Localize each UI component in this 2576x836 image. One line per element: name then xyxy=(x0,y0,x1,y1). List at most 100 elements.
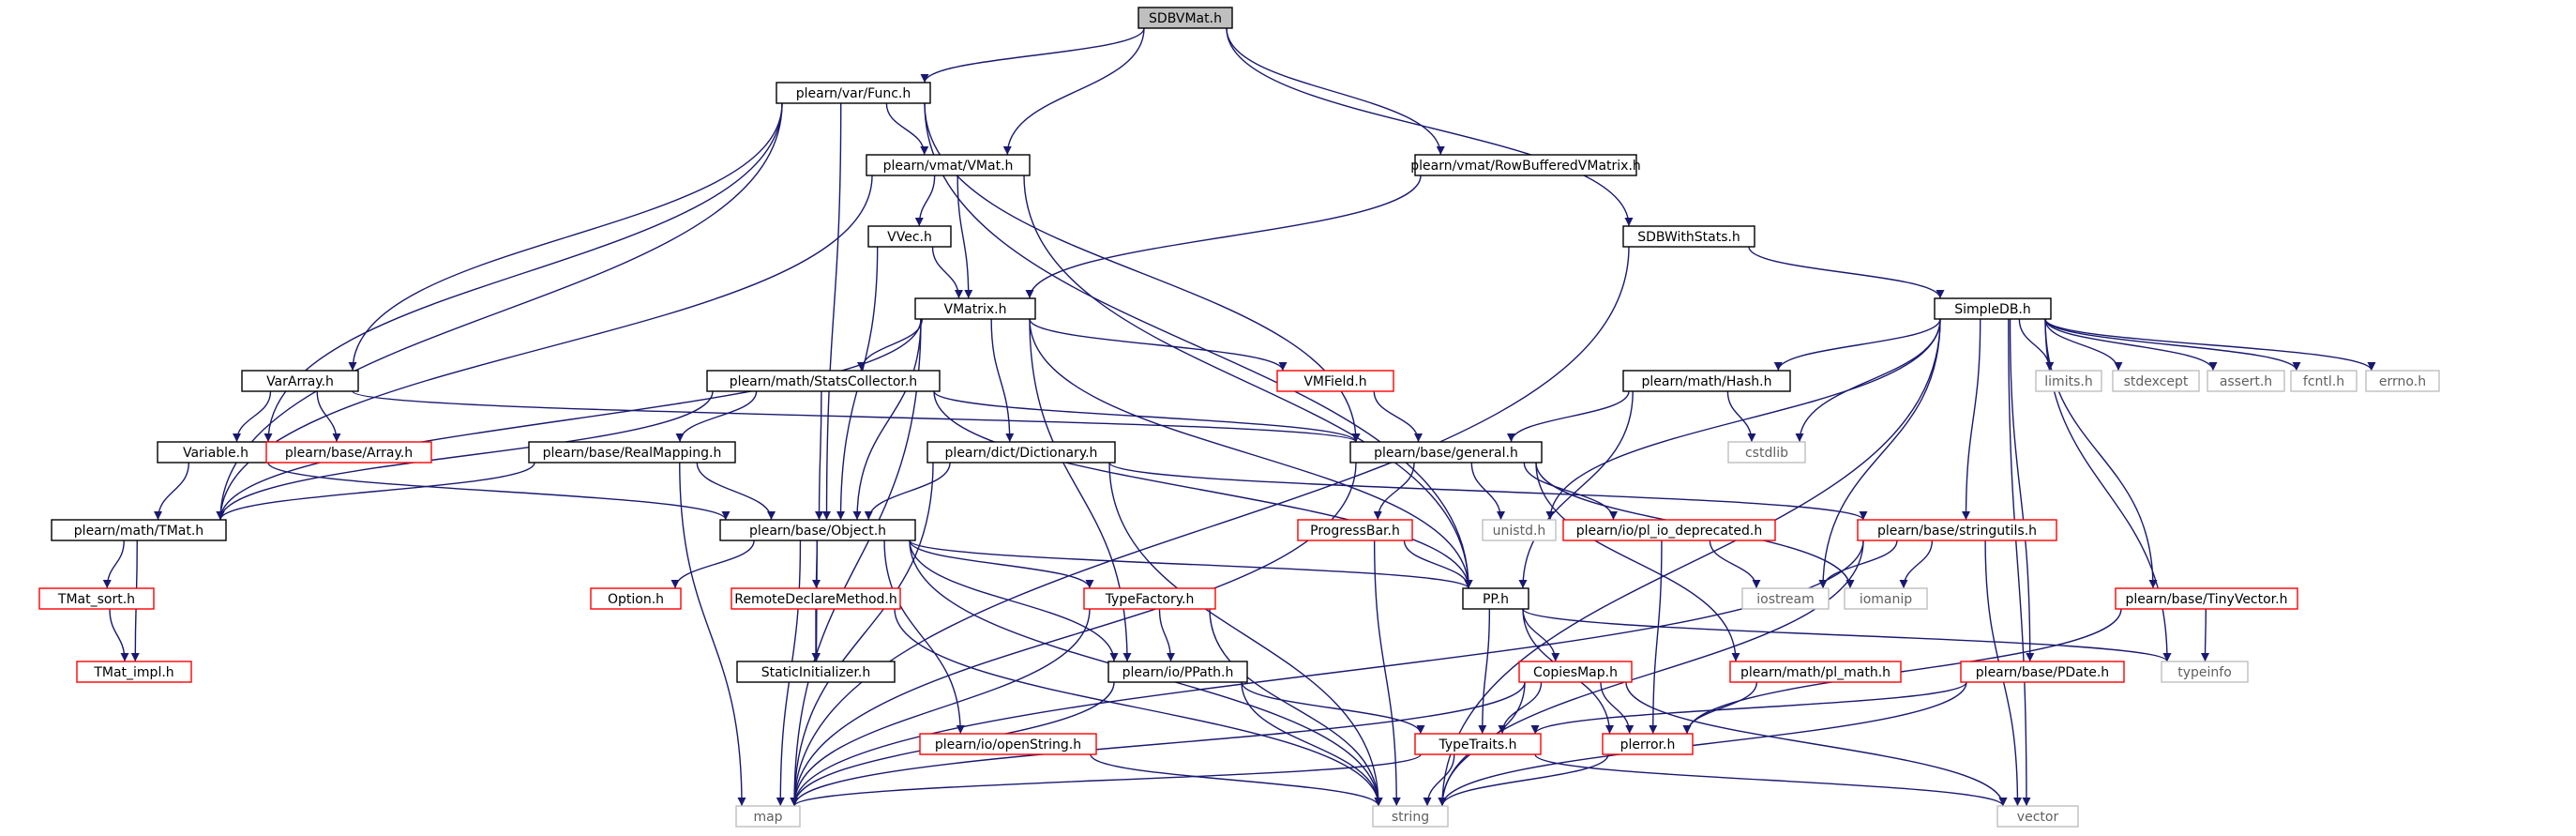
edge-simpledb-to-errno xyxy=(2044,318,2376,372)
node-box xyxy=(241,370,359,392)
node-stringutils[interactable]: plearn/base/stringutils.h xyxy=(1857,519,2057,541)
node-tinyvector[interactable]: plearn/base/TinyVector.h xyxy=(2115,587,2298,610)
node-simpledb[interactable]: SimpleDB.h xyxy=(1934,297,2052,320)
node-label: Variable.h xyxy=(183,446,249,461)
node-label: plearn/base/PDate.h xyxy=(1976,665,2109,680)
node-label: plearn/math/Hash.h xyxy=(1642,374,1772,389)
node-vmatrix[interactable]: VMatrix.h xyxy=(914,297,1036,320)
node-box xyxy=(1727,441,1806,464)
node-tmat[interactable]: plearn/math/TMat.h xyxy=(51,519,227,541)
edge-sdbwithstats-to-map xyxy=(790,246,1630,807)
edge-hash-to-pp xyxy=(1518,390,1634,589)
edge-simpledb-to-hash xyxy=(1773,318,1941,372)
node-statscollector[interactable]: plearn/math/StatsCollector.h xyxy=(706,370,941,392)
edge-general-to-progressbar xyxy=(1373,462,1415,521)
edge-simpledb-to-string xyxy=(1438,318,1941,807)
node-vector: vector xyxy=(1996,805,2079,828)
node-string: string xyxy=(1372,805,1449,828)
node-label: StaticInitializer.h xyxy=(761,665,870,680)
node-box xyxy=(706,370,941,392)
node-vmat[interactable]: plearn/vmat/VMat.h xyxy=(866,154,1031,176)
node-ppath[interactable]: plearn/io/PPath.h xyxy=(1107,661,1248,683)
edge-func-to-vmat xyxy=(885,102,929,156)
node-unistd: unistd.h xyxy=(1482,519,1557,541)
node-label: vector xyxy=(2017,810,2059,825)
node-hash[interactable]: plearn/math/Hash.h xyxy=(1622,370,1791,392)
node-plmath[interactable]: plearn/math/pl_math.h xyxy=(1729,661,1902,683)
edge-vvec-to-vmatrix xyxy=(931,246,963,299)
node-general[interactable]: plearn/base/general.h xyxy=(1349,441,1543,464)
edge-vararray-to-general xyxy=(352,390,1361,443)
node-box xyxy=(1729,661,1902,683)
edge-variable-to-object xyxy=(267,462,731,521)
node-box xyxy=(1996,805,2079,828)
node-pdate[interactable]: plearn/base/PDate.h xyxy=(1960,661,2125,683)
node-dictionary[interactable]: plearn/dict/Dictionary.h xyxy=(926,441,1116,464)
edge-vmatrix-to-dictionary xyxy=(990,318,1015,443)
edge-copiesmap-to-vector xyxy=(1625,681,2008,807)
node-staticinit[interactable]: StaticInitializer.h xyxy=(736,661,896,683)
node-box xyxy=(2365,370,2440,392)
node-box xyxy=(926,441,1116,464)
node-vararray[interactable]: VarArray.h xyxy=(241,370,359,392)
node-label: plearn/base/general.h xyxy=(1374,446,1518,461)
edge-typefactory-to-map xyxy=(790,608,1091,807)
node-progressbar[interactable]: ProgressBar.h xyxy=(1297,519,1413,541)
node-typefactory[interactable]: TypeFactory.h xyxy=(1083,587,1216,610)
node-label: VMatrix.h xyxy=(944,302,1007,317)
edge-simpledb-to-stringutils xyxy=(1962,318,1981,521)
edge-simpledb-to-cstdlib xyxy=(1795,318,1941,443)
edge-sdbvmat-to-sdbwithstats xyxy=(1226,27,1634,227)
node-pp[interactable]: PP.h xyxy=(1462,587,1529,610)
node-sdbvmat[interactable]: SDBVMat.h xyxy=(1137,7,1233,29)
edge-typetraits-to-vector xyxy=(1534,753,2008,807)
node-variable[interactable]: Variable.h xyxy=(157,441,275,464)
node-openstring[interactable]: plearn/io/openString.h xyxy=(919,733,1097,755)
node-plerror[interactable]: plerror.h xyxy=(1602,733,1694,755)
edge-dictionary-to-map xyxy=(790,462,934,807)
node-map: map xyxy=(735,805,801,828)
node-box xyxy=(2161,661,2249,683)
node-pliodep[interactable]: plearn/io/pl_io_deprecated.h xyxy=(1562,519,1776,541)
node-box xyxy=(1622,225,1755,248)
node-label: iomanip xyxy=(1860,592,1912,607)
node-box xyxy=(1372,805,1449,828)
edge-progressbar-to-string xyxy=(1373,540,1401,807)
node-fcntl: fcntl.h xyxy=(2290,370,2358,392)
node-typetraits[interactable]: TypeTraits.h xyxy=(1414,733,1542,755)
node-box xyxy=(38,587,155,610)
edge-vmat-to-tmat xyxy=(216,175,873,521)
node-box xyxy=(528,441,736,464)
node-assert: assert.h xyxy=(2207,370,2285,392)
edge-rowbuf-to-vmatrix xyxy=(1025,175,1422,299)
node-box xyxy=(265,441,432,464)
node-option[interactable]: Option.h xyxy=(590,587,682,610)
node-object[interactable]: plearn/base/Object.h xyxy=(719,519,916,541)
edge-vmatrix-to-pp xyxy=(1029,318,1473,589)
node-tmatsort[interactable]: TMat_sort.h xyxy=(38,587,155,610)
header-nodes: SDBVMat.h plearn/var/Func.h plearn/vmat/VM… xyxy=(38,7,2440,828)
node-rowbuf[interactable]: plearn/vmat/RowBufferedVMatrix.h xyxy=(1410,154,1641,176)
node-label: plearn/io/openString.h xyxy=(935,737,1081,752)
node-remotedecl[interactable]: RemoteDeclareMethod.h xyxy=(731,587,901,610)
node-sdbwithstats[interactable]: SDBWithStats.h xyxy=(1622,225,1755,248)
node-realmapping[interactable]: plearn/base/RealMapping.h xyxy=(528,441,736,464)
node-vvec[interactable]: VVec.h xyxy=(867,225,952,248)
node-tmatimpl[interactable]: TMat_impl.h xyxy=(76,661,192,683)
node-label: stdexcept xyxy=(2124,374,2189,389)
node-label: plearn/dict/Dictionary.h xyxy=(945,446,1098,461)
node-box xyxy=(719,519,916,541)
edge-copiesmap-to-typetraits xyxy=(1498,681,1543,735)
node-box xyxy=(51,519,227,541)
edge-object-to-openstring xyxy=(883,540,965,735)
node-stdexcept: stdexcept xyxy=(2112,370,2200,392)
node-box xyxy=(1297,519,1413,541)
edge-typefactory-to-string xyxy=(1209,608,1383,807)
node-copiesmap[interactable]: CopiesMap.h xyxy=(1518,661,1633,683)
node-label: plearn/math/TMat.h xyxy=(74,524,203,539)
edge-vmatrix-to-vmfield xyxy=(1029,318,1288,372)
node-basearray[interactable]: plearn/base/Array.h xyxy=(265,441,432,464)
node-vmfield[interactable]: VMField.h xyxy=(1276,370,1394,392)
node-label: fcntl.h xyxy=(2303,374,2344,389)
node-func[interactable]: plearn/var/Func.h xyxy=(776,82,931,104)
